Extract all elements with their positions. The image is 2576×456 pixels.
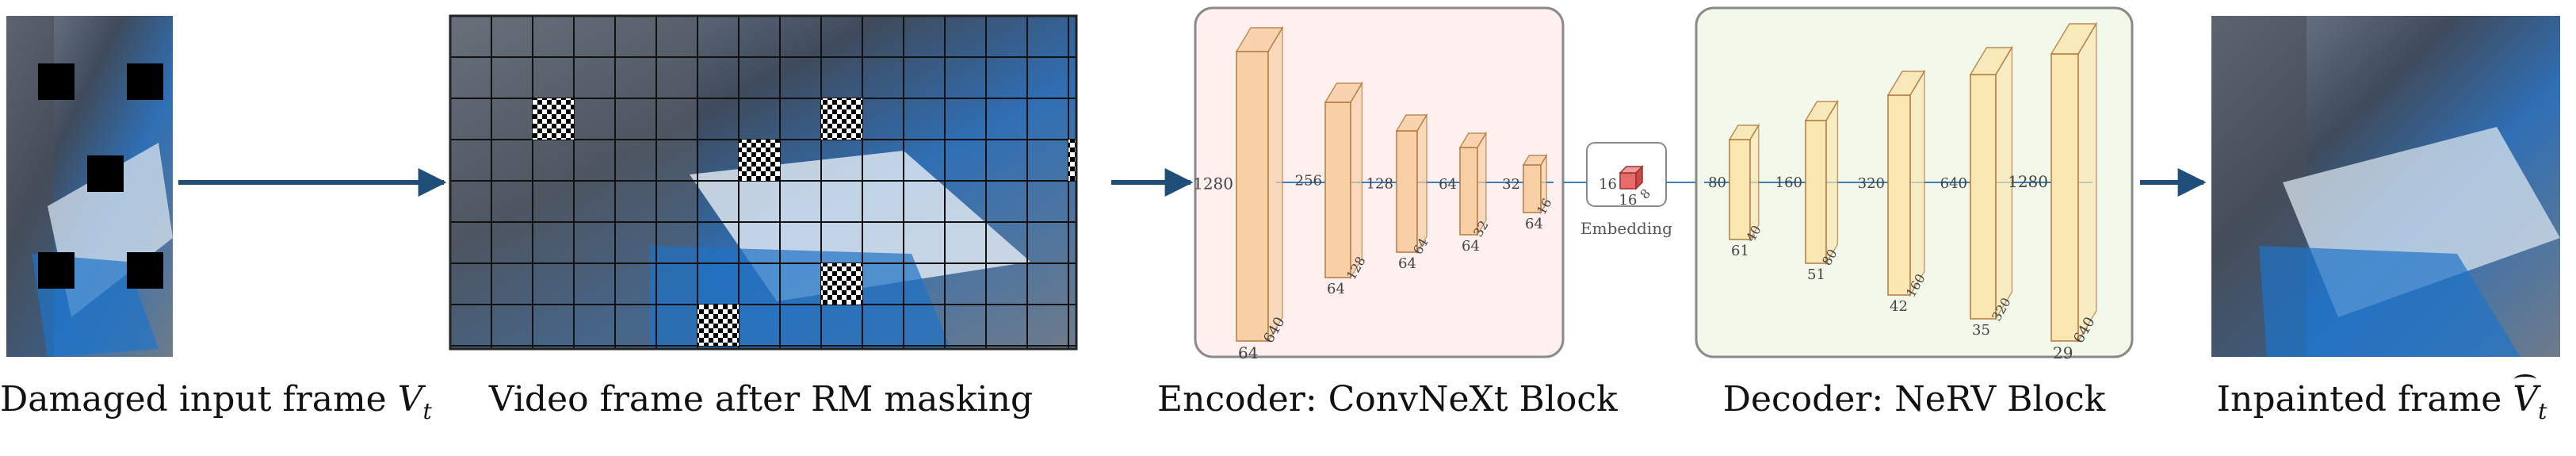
damaged-caption-var: V — [397, 379, 423, 420]
decoder-width-label: 29 — [2053, 343, 2073, 362]
damaged-caption-sub: t — [422, 397, 432, 424]
damaged-caption: Damaged input frame Vt — [0, 379, 432, 435]
damage-block — [127, 63, 163, 100]
encoder-width-label: 64 — [1398, 255, 1416, 272]
masked-caption-text: Video frame after RM masking — [488, 379, 1034, 420]
damage-block — [127, 252, 163, 289]
decoder-channels-label: 320 — [1858, 175, 1885, 192]
masked-caption: Video frame after RM masking — [444, 379, 1078, 435]
checker-mask-patch — [698, 305, 739, 346]
decoder-channels-label: 640 — [1940, 175, 1967, 192]
decoder-width-label: 61 — [1731, 243, 1749, 259]
checker-mask-patch — [533, 98, 574, 140]
inpainted-caption-text: Inpainted frame — [2216, 379, 2513, 420]
encoder-channels-label: 32 — [1502, 176, 1520, 193]
encoder-width-label: 64 — [1327, 281, 1345, 297]
decoder-caption: Decoder: NeRV Block — [1688, 379, 2140, 435]
decoder-channels-label: 160 — [1775, 174, 1802, 191]
encoder-channels-label: 64 — [1439, 176, 1457, 193]
damaged-caption-text: Damaged input frame — [0, 379, 398, 420]
inpainted-caption: Inpainted frame Vt — [2203, 374, 2560, 435]
encoder-width-label: 64 — [1525, 216, 1543, 232]
embedding-cube — [1619, 165, 1644, 190]
decoder-width-label: 35 — [1972, 322, 1990, 339]
checker-mask-patch — [1068, 140, 1076, 181]
decoder-width-label: 51 — [1807, 266, 1825, 283]
decoder-width-label: 42 — [1890, 298, 1908, 315]
encoder-channels-label: 256 — [1295, 173, 1322, 190]
damage-block — [38, 63, 75, 100]
inpainted-frame-image — [2211, 16, 2560, 357]
decoder-channels-label: 1280 — [2008, 172, 2048, 191]
decoder-channels-label: 80 — [1708, 174, 1726, 191]
checker-mask-patch — [821, 98, 862, 140]
damage-block — [38, 252, 75, 289]
checker-mask-patch — [821, 263, 862, 305]
damaged-frame-image — [6, 16, 173, 357]
damage-block — [87, 155, 124, 192]
encoder-caption: Encoder: ConvNeXt Block — [1157, 379, 1618, 435]
encoder-width-label: 64 — [1238, 343, 1258, 362]
encoder-channels-label: 1280 — [1193, 174, 1233, 194]
masking-grid — [450, 16, 1076, 349]
inpainted-caption-var: V — [2513, 374, 2539, 420]
checker-mask-patch — [739, 140, 780, 181]
encoder-width-label: 64 — [1462, 238, 1480, 255]
embedding-label: Embedding — [1580, 219, 1672, 238]
encoder-caption-text: Encoder: ConvNeXt Block — [1157, 379, 1618, 420]
embedding-channels-label: 16 — [1599, 176, 1617, 193]
masked-frame-image — [449, 14, 1078, 351]
embedding-width-label: 16 — [1619, 192, 1638, 209]
encoder-channels-label: 128 — [1366, 176, 1393, 193]
inpainted-caption-sub: t — [2538, 397, 2547, 424]
decoder-caption-text: Decoder: NeRV Block — [1722, 379, 2106, 420]
